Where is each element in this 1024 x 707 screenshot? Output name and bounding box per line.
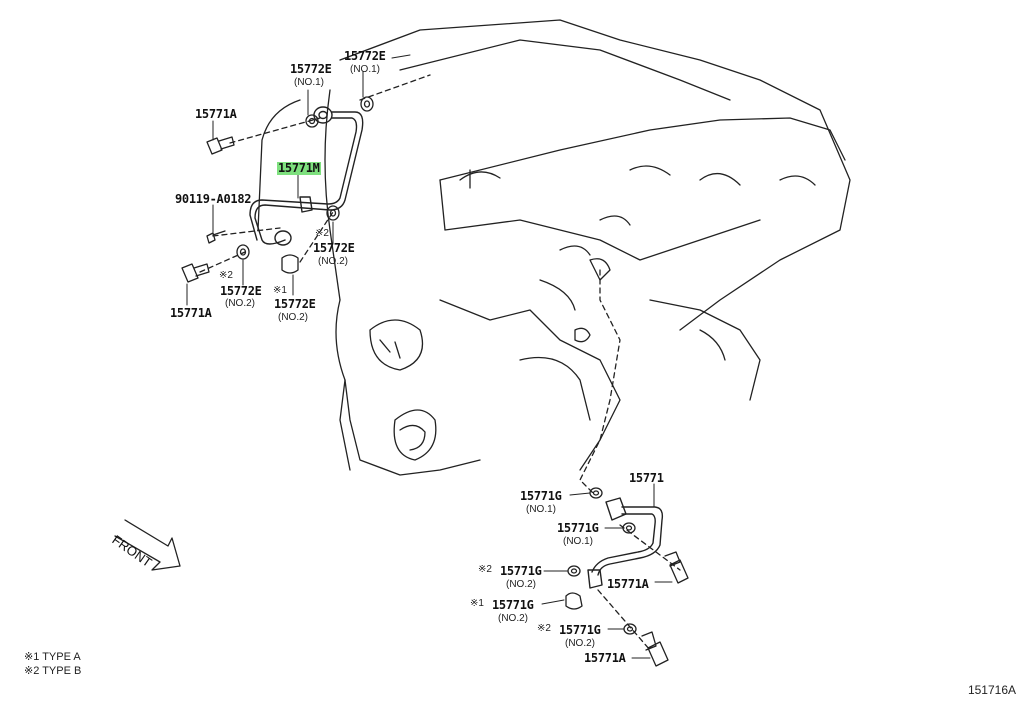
- legend-text: TYPE A: [42, 651, 81, 663]
- part-label-15771A-b2[interactable]: 15771A: [584, 651, 626, 665]
- part-sub-no1: (NO.1): [350, 64, 380, 75]
- gaskets-and-bolts-bottom: [565, 487, 689, 667]
- part-label-15772E-no2-c[interactable]: 15772E: [274, 297, 316, 311]
- part-label-15771M-highlighted[interactable]: 15771M: [277, 161, 321, 175]
- part-label-15772E-no2-a[interactable]: 15772E: [313, 241, 355, 255]
- part-sub-no2: (NO.2): [278, 312, 308, 323]
- part-label-15771G-no1-b[interactable]: 15771G: [557, 521, 599, 535]
- part-sub-no1: (NO.1): [526, 504, 556, 515]
- part-sub-no1: (NO.1): [563, 536, 593, 547]
- part-label-15771A-left[interactable]: 15771A: [170, 306, 212, 320]
- diagram-code: 151716A: [967, 683, 1016, 697]
- type-mark: ※2: [537, 623, 551, 634]
- legend-item: ※2 TYPE B: [24, 664, 81, 678]
- part-sub-no2: (NO.2): [498, 613, 528, 624]
- type-mark: ※2: [315, 228, 329, 239]
- leader-lines: [186, 54, 673, 659]
- type-mark: ※1: [273, 285, 287, 296]
- part-label-15771A-top[interactable]: 15771A: [195, 107, 237, 121]
- part-label-15771G-no1-a[interactable]: 15771G: [520, 489, 562, 503]
- part-sub-no2: (NO.2): [225, 298, 255, 309]
- part-label-15772E-no2-b[interactable]: 15772E: [220, 284, 262, 298]
- part-label-15771[interactable]: 15771: [629, 471, 664, 485]
- type-mark: ※2: [478, 564, 492, 575]
- part-label-90119-A0182[interactable]: 90119-A0182: [175, 192, 252, 206]
- part-sub-no2: (NO.2): [565, 638, 595, 649]
- oil-pipe-15771: [587, 497, 664, 589]
- type-mark: ※2: [219, 270, 233, 281]
- part-sub-no1: (NO.1): [294, 77, 324, 88]
- legend-mark: ※1: [24, 651, 40, 663]
- front-arrow: [114, 519, 181, 571]
- gaskets-and-bolts-top: [181, 96, 374, 283]
- oil-pipe-15771M: [249, 106, 364, 246]
- legend-mark: ※2: [24, 665, 40, 677]
- legend-item: ※1 TYPE A: [24, 650, 81, 664]
- legend: ※1 TYPE A ※2 TYPE B: [24, 650, 81, 678]
- part-label-15771A-b1[interactable]: 15771A: [607, 577, 649, 591]
- type-mark: ※1: [470, 598, 484, 609]
- part-label-15771G-no2-b[interactable]: 15771G: [492, 598, 534, 612]
- part-label-15771G-no2-c[interactable]: 15771G: [559, 623, 601, 637]
- part-label-15772E-no1-a[interactable]: 15772E: [290, 62, 332, 76]
- part-sub-no2: (NO.2): [506, 579, 536, 590]
- part-label-15771G-no2-a[interactable]: 15771G: [500, 564, 542, 578]
- legend-text: TYPE B: [42, 665, 82, 677]
- part-label-15772E-no1-b[interactable]: 15772E: [344, 49, 386, 63]
- part-sub-no2: (NO.2): [318, 256, 348, 267]
- guide-lines: [199, 74, 681, 651]
